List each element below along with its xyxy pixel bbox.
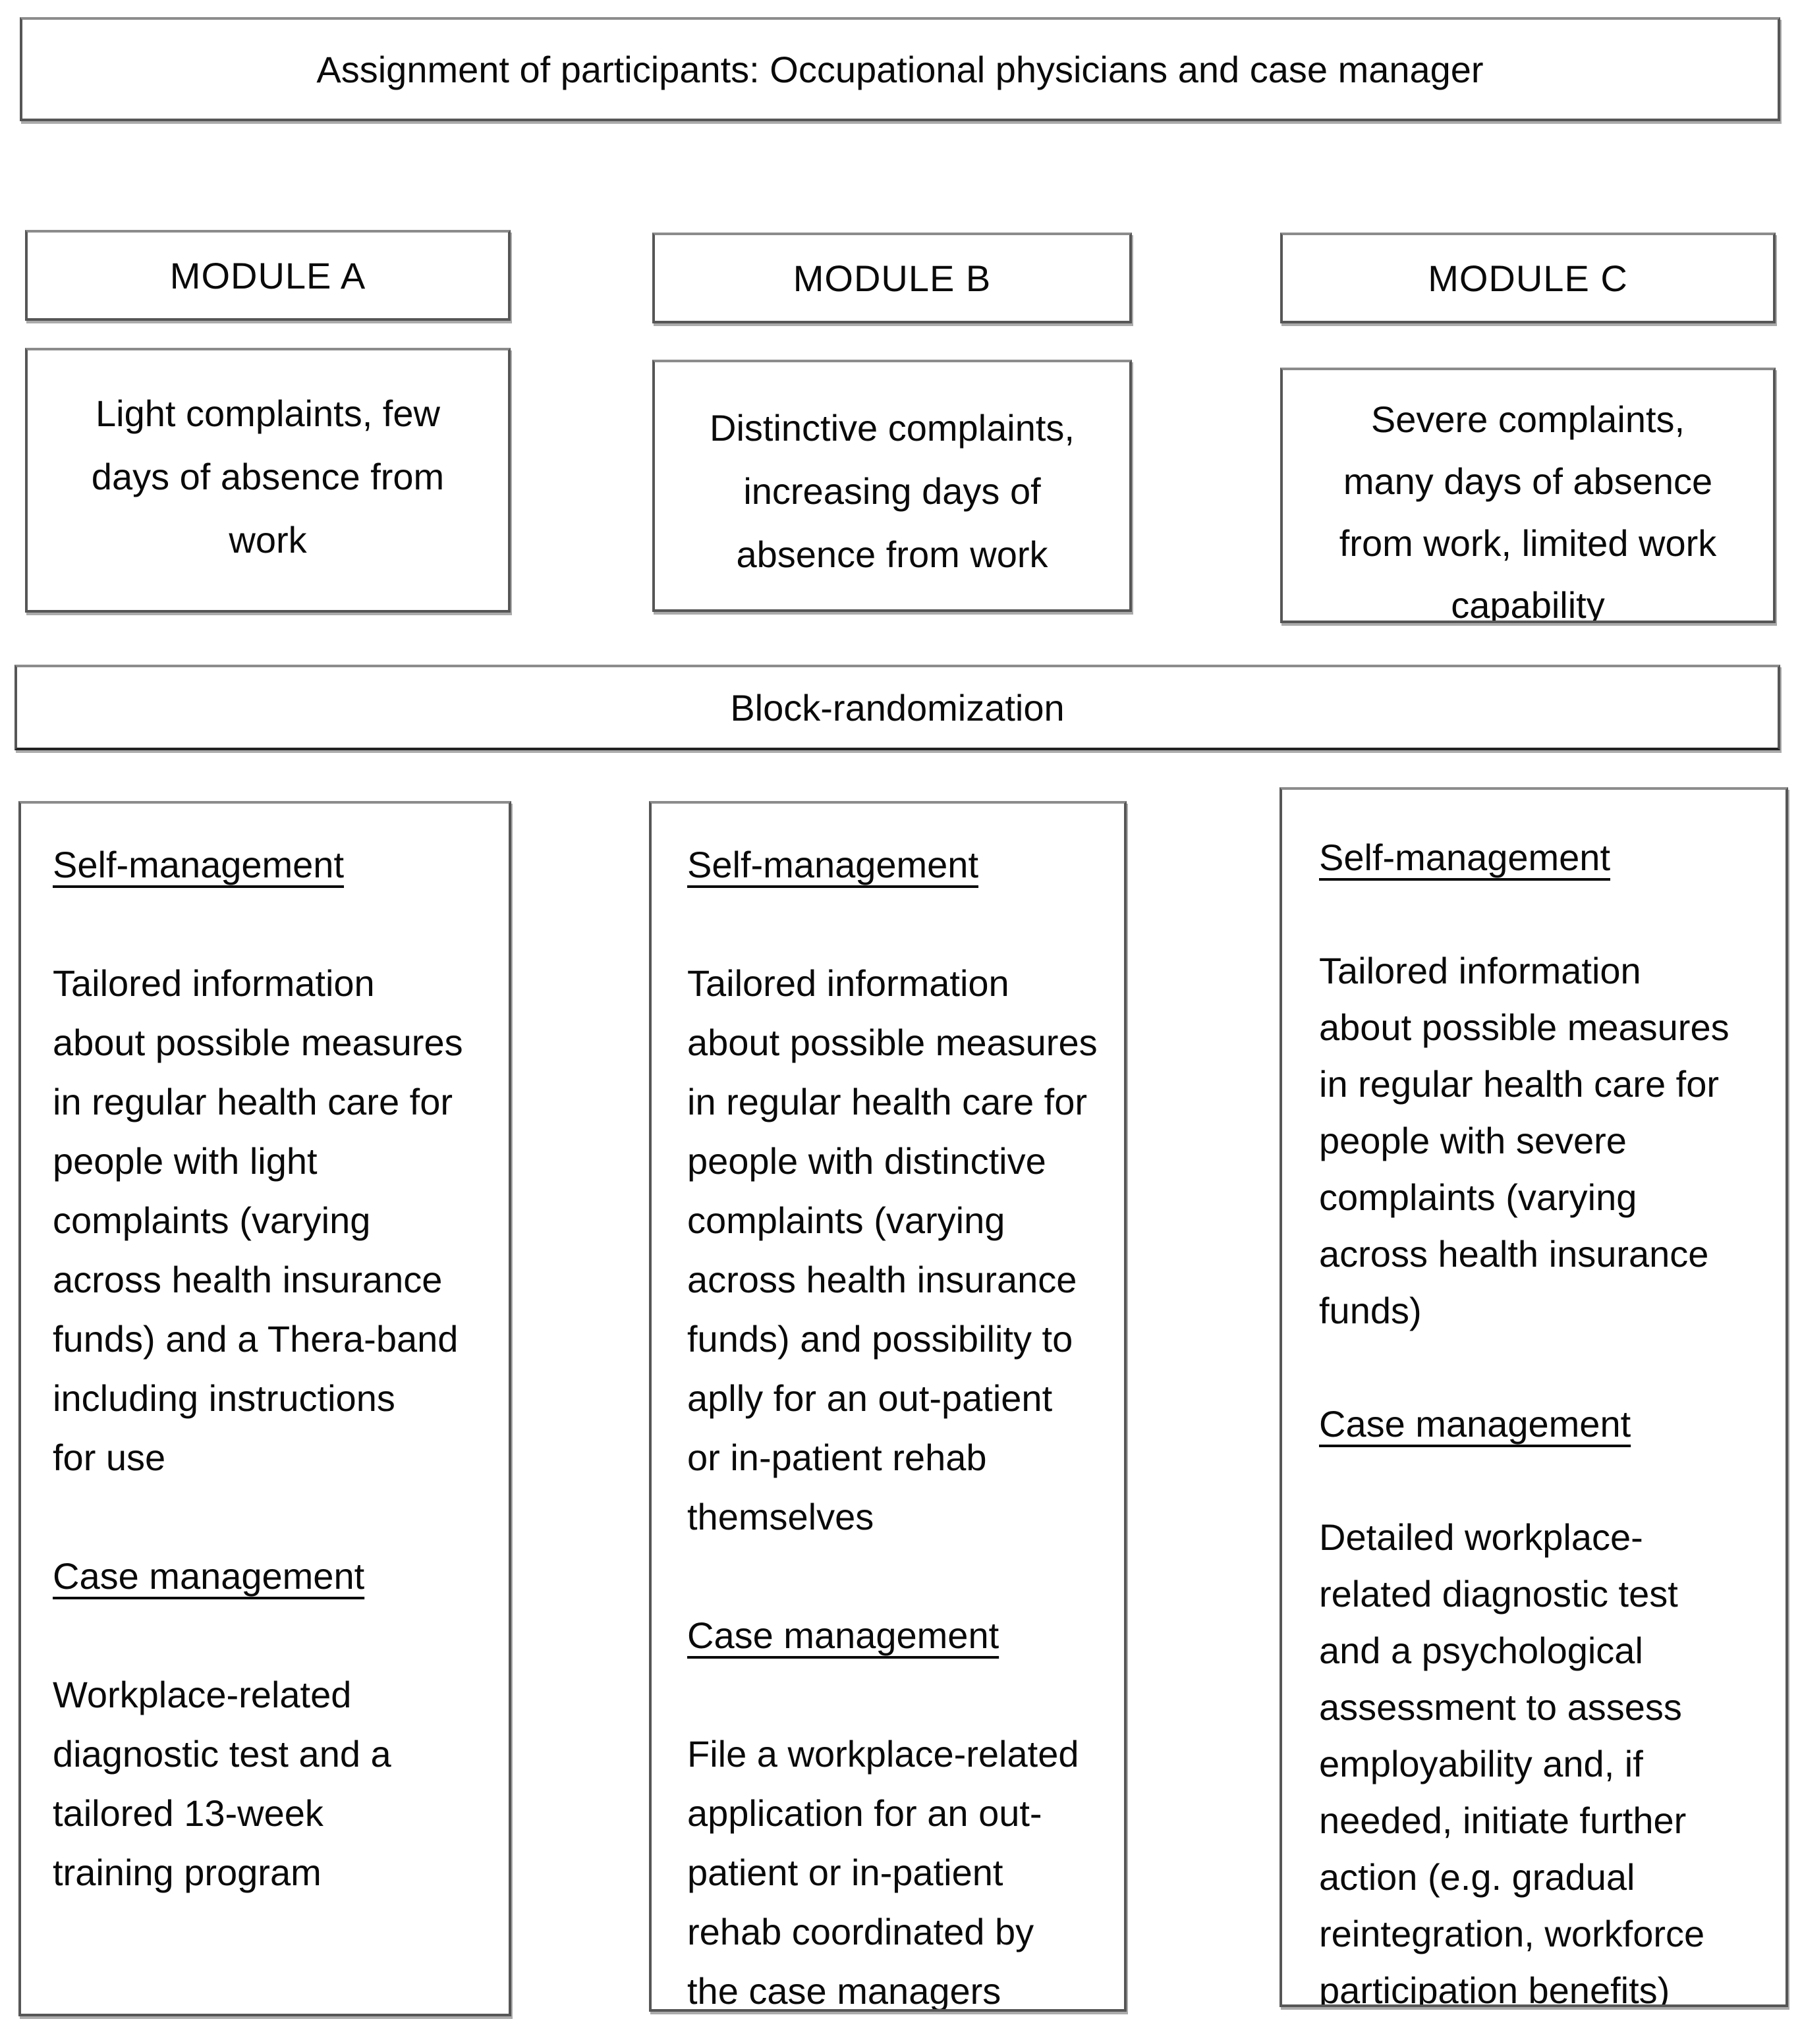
module-b-header-box: MODULE B <box>652 233 1132 323</box>
module-b-self-management-text: Tailored information about possible meas… <box>687 962 1098 1537</box>
module-a-self-management-text: Tailored information about possible meas… <box>53 962 463 1478</box>
block-randomization-label: Block-randomization <box>730 686 1065 729</box>
module-c-self-management-text: Tailored information about possible meas… <box>1319 950 1730 1331</box>
module-a-case-management-heading: Case management <box>53 1555 365 1597</box>
module-a-severity-box: Light complaints, few days of absence fr… <box>25 348 511 613</box>
module-c-case-management-text: Detailed workplace- related diagnostic t… <box>1319 1516 1705 2007</box>
module-a-self-management-heading: Self-management <box>53 844 345 885</box>
module-a-case-management-text: Workplace-related diagnostic test and a … <box>53 1674 391 1893</box>
module-b-detail-box: Self-management Tailored information abo… <box>649 801 1127 2012</box>
assignment-title-box: Assignment of participants: Occupational… <box>20 17 1780 121</box>
assignment-title-text: Assignment of participants: Occupational… <box>316 48 1484 90</box>
module-c-severity-box: Severe complaints, many days of absence … <box>1280 368 1776 623</box>
module-b-header-label: MODULE B <box>793 257 992 299</box>
module-a-header-box: MODULE A <box>25 230 511 321</box>
module-c-self-management-heading: Self-management <box>1319 837 1611 878</box>
module-c-detail-box: Self-management Tailored information abo… <box>1280 787 1788 2007</box>
module-a-header-label: MODULE A <box>169 254 366 296</box>
module-b-case-management-heading: Case management <box>687 1615 999 1656</box>
module-b-case-management-text: File a workplace-related application for… <box>687 1733 1079 2012</box>
block-randomization-box: Block-randomization <box>14 665 1780 750</box>
module-c-header-box: MODULE C <box>1280 233 1776 323</box>
module-b-severity-box: Distinctive complaints, increasing days … <box>652 360 1132 612</box>
module-c-header-label: MODULE C <box>1428 257 1628 299</box>
module-a-detail-box: Self-management Tailored information abo… <box>18 801 511 2016</box>
module-c-case-management-heading: Case management <box>1319 1403 1631 1445</box>
module-b-self-management-heading: Self-management <box>687 844 979 885</box>
